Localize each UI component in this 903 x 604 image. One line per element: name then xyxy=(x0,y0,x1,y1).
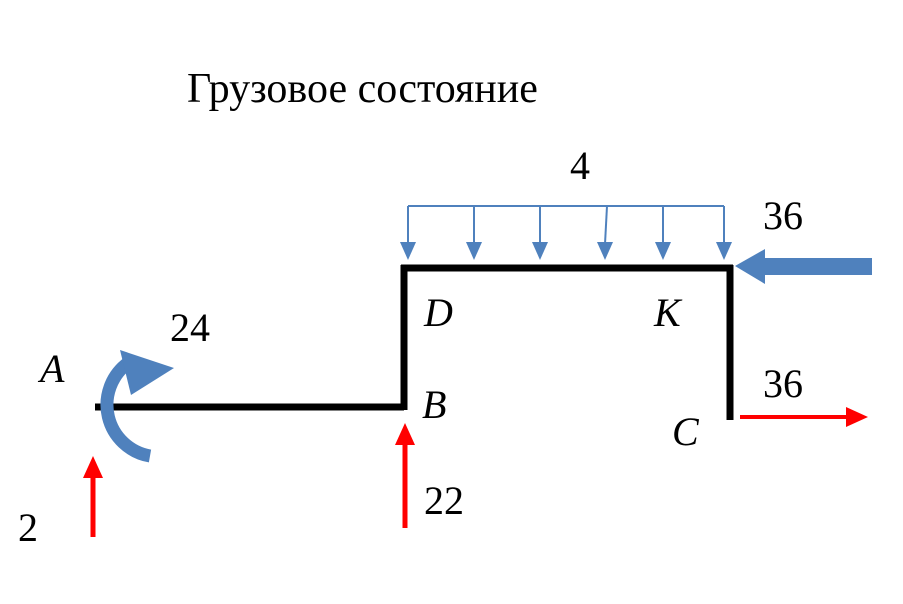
point-label-A: A xyxy=(40,346,65,391)
reaction-arrow-A xyxy=(83,456,103,537)
point-label-C: C xyxy=(672,409,699,454)
distributed-load xyxy=(400,205,732,260)
distributed-load-arrow xyxy=(655,206,671,260)
diagram-title: Грузовое состояние xyxy=(187,66,538,112)
distributed-load-value: 4 xyxy=(570,143,590,188)
moment-value: 24 xyxy=(170,305,210,350)
force-36-at-C xyxy=(740,407,868,427)
point-label-B: B xyxy=(422,382,447,427)
moment-arrow-A xyxy=(100,350,174,463)
frame xyxy=(95,264,734,420)
distributed-load-arrow xyxy=(532,206,548,260)
force-36-at-K xyxy=(735,249,872,284)
point-label-K: K xyxy=(654,290,681,335)
point-label-D: D xyxy=(424,290,453,335)
distributed-load-arrow xyxy=(597,205,613,260)
distributed-load-arrow xyxy=(716,206,732,260)
reaction-arrow-B xyxy=(395,423,415,528)
distributed-load-arrow xyxy=(400,206,416,260)
force-top-value: 36 xyxy=(763,193,803,238)
reaction-A-value: 2 xyxy=(18,505,38,550)
distributed-load-arrow xyxy=(466,206,482,260)
force-bottom-value: 36 xyxy=(763,361,803,406)
reaction-B-value: 22 xyxy=(424,478,464,523)
